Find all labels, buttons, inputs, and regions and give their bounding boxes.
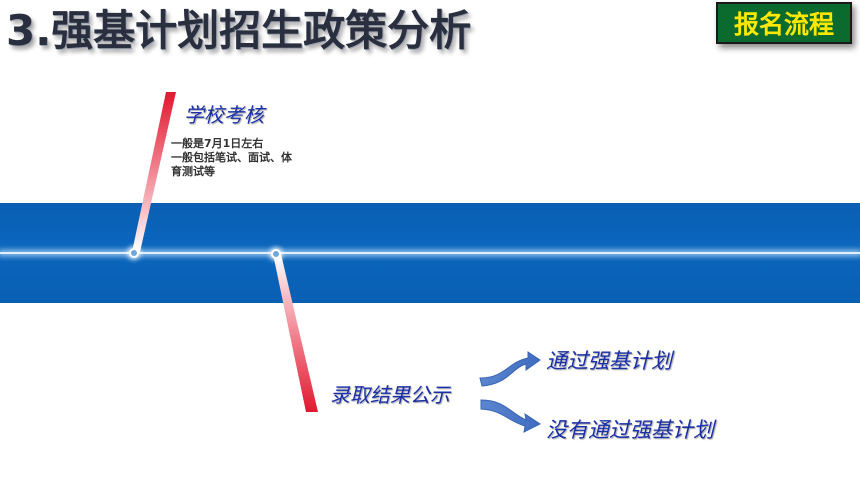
- arrow-fail: [480, 399, 541, 433]
- outcome-fail: 没有通过强基计划: [546, 418, 714, 442]
- detail-line: 育测试等: [171, 165, 215, 178]
- step-school-assessment: 学校考核: [184, 103, 264, 127]
- connector-step2: [273, 254, 318, 412]
- timeline-node-1: [129, 248, 139, 258]
- step1-details: 一般是7月1日左右 一般包括笔试、面试、体 育测试等: [171, 137, 331, 179]
- slide-title: 3.强基计划招生政策分析: [6, 6, 472, 55]
- outcome-pass: 通过强基计划: [546, 349, 672, 373]
- process-badge: 报名流程: [716, 2, 852, 44]
- arrow-pass: [479, 351, 541, 387]
- timeline-line: [0, 252, 860, 254]
- step-admission-publicity: 录取结果公示: [330, 383, 450, 407]
- detail-line: 一般包括笔试、面试、体: [171, 151, 292, 164]
- connector-step1: [132, 92, 176, 252]
- timeline-node-2: [271, 249, 281, 259]
- detail-line: 一般是7月1日左右: [171, 137, 264, 150]
